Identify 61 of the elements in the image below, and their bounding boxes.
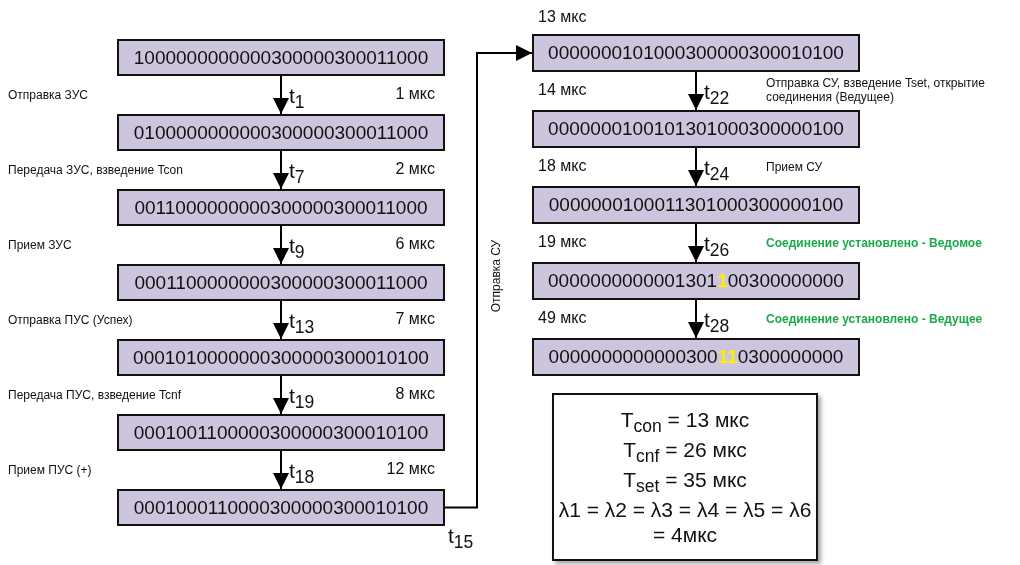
state-box: 0001100000000300000300011000 — [117, 264, 445, 301]
transition-label: t$_{18}$ — [289, 460, 315, 487]
time-label: 1 мкс — [395, 85, 435, 103]
arrow — [688, 71, 704, 111]
arrow — [688, 147, 704, 187]
time-label: 19 мкс — [538, 233, 587, 251]
time-label: 12 мкс — [386, 460, 435, 478]
step-description: Передача ЗУС, взведение Tcon — [8, 163, 183, 177]
arrow — [444, 45, 533, 509]
time-label: 6 мкс — [395, 235, 435, 253]
parameter-text: T$_{con}$ = 13 мкс — [620, 406, 750, 437]
status-text: Соединение установлено - Ведущее — [766, 312, 983, 326]
step-description: Отправка СУ, взведение Tset, открытие соединения (Ведущее) — [766, 76, 986, 105]
state-box: 0000000000000300110300000000 — [532, 338, 860, 376]
step-description: Прием ПУС (+) — [8, 463, 92, 477]
step-description: Отправка ПУС (Успех) — [8, 313, 133, 327]
edge-label: Отправка СУ — [490, 239, 503, 313]
transition-label: t$_{13}$ — [289, 310, 315, 337]
step-description: Отправка ЗУС — [8, 88, 88, 102]
transition-label: t$_{24}$ — [704, 157, 730, 184]
arrow — [688, 299, 704, 339]
arrow — [273, 375, 289, 415]
parameter-text: T$_{cnf}$ = 26 мкс — [623, 436, 747, 467]
state-box: 0000000100101301000300000100 — [532, 110, 860, 148]
time-label: 14 мкс — [538, 81, 587, 99]
step-description: Прием ЗУС — [8, 238, 72, 252]
time-label: 7 мкс — [395, 310, 435, 328]
arrow — [273, 75, 289, 115]
time-label: 13 мкс — [538, 8, 587, 26]
transition-label: t$_{22}$ — [704, 81, 730, 108]
transition-label: t$_{28}$ — [704, 309, 730, 336]
state-box: 0100000000000300000300011000 — [117, 114, 445, 151]
state-box: 0001000110000300000300010100 — [117, 489, 445, 526]
step-description: Прием СУ — [766, 160, 823, 174]
transition-label: t$_{26}$ — [704, 233, 730, 260]
time-label: 8 мкс — [395, 385, 435, 403]
time-label: 2 мкс — [395, 160, 435, 178]
state-box: 0000000100011301000300000100 — [532, 186, 860, 224]
parameters-box — [552, 393, 818, 561]
parameter-text: λ1 = λ2 = λ3 = λ4 = λ5 = λ6 = 4мкс — [558, 497, 812, 548]
arrow — [688, 223, 704, 263]
transition-label: t$_{7}$ — [289, 160, 305, 187]
state-box: 0001010000000300000300010100 — [117, 339, 445, 376]
transition-label: t$_{9}$ — [289, 235, 305, 262]
state-box: 0001001100000300000300010100 — [117, 414, 445, 451]
transition-label: t$_{1}$ — [289, 85, 305, 112]
arrow — [273, 300, 289, 340]
arrow — [273, 225, 289, 265]
state-box: 0011000000000300000300011000 — [117, 189, 445, 226]
time-label: 18 мкс — [538, 157, 587, 175]
step-description: Передача ПУС, взведение Tcnf — [8, 388, 182, 402]
arrow — [273, 450, 289, 490]
arrow — [273, 150, 289, 190]
status-text: Соединение установлено - Ведомое — [766, 236, 982, 250]
transition-label: t$_{19}$ — [289, 385, 315, 412]
time-label: 49 мкс — [538, 309, 587, 327]
parameter-text: T$_{set}$ = 35 мкс — [623, 466, 747, 498]
transition-label: t$_{15}$ — [448, 525, 474, 552]
state-box: 0000000101000300000300010100 — [532, 34, 860, 72]
state-box: 0000000000001301100300000000 — [532, 262, 860, 300]
state-box: 1000000000000300000300011000 — [117, 39, 445, 76]
